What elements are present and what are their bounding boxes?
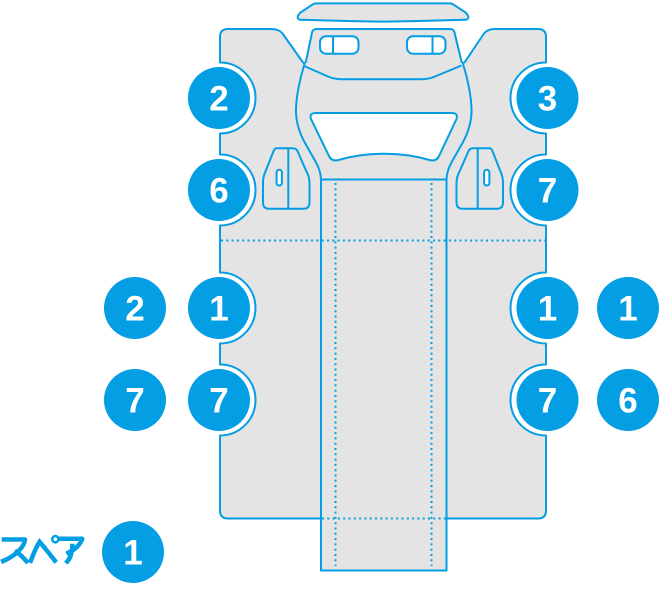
- svg-text:7: 7: [538, 172, 557, 211]
- svg-text:1: 1: [209, 290, 228, 329]
- svg-text:7: 7: [538, 382, 557, 421]
- svg-text:7: 7: [125, 382, 144, 421]
- svg-text:2: 2: [125, 290, 144, 329]
- svg-text:7: 7: [209, 382, 228, 421]
- svg-text:1: 1: [618, 290, 637, 329]
- svg-text:3: 3: [538, 80, 557, 119]
- svg-text:1: 1: [538, 290, 557, 329]
- svg-text:6: 6: [209, 172, 228, 211]
- svg-text:2: 2: [209, 80, 228, 119]
- svg-text:6: 6: [618, 382, 637, 421]
- svg-text:1: 1: [123, 534, 142, 573]
